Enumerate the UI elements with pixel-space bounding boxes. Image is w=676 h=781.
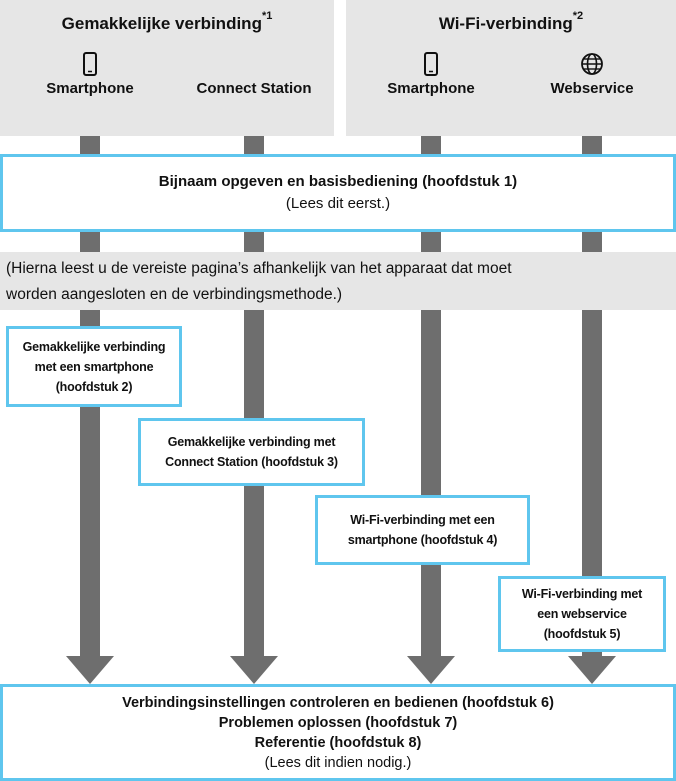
arrow-head-smartphone-wifi	[407, 656, 455, 684]
chapter-3-box: Gemakkelijke verbinding met Connect Stat…	[138, 418, 365, 486]
wifi-connection-title: Wi-Fi-verbinding*2	[438, 10, 584, 33]
device-smartphone-easy: Smartphone	[20, 52, 160, 97]
arrow-head-webservice	[568, 656, 616, 684]
step-basic-operation: Bijnaam opgeven en basisbediening (hoofd…	[0, 154, 676, 232]
device-connect-station: Connect Station	[196, 80, 312, 97]
final-line-1: Verbindingsinstellingen controleren en b…	[122, 694, 554, 711]
smartphone-icon	[361, 52, 501, 76]
globe-icon	[522, 52, 662, 76]
final-chapters-box: Verbindingsinstellingen controleren en b…	[0, 684, 676, 781]
device-webservice: Webservice	[522, 52, 662, 97]
chapter-5-box: Wi-Fi-verbinding met een webservice (hoo…	[498, 576, 666, 652]
guidance-panel: (Hierna leest u de vereiste pagina’s afh…	[0, 252, 676, 310]
guidance-line-2: worden aangesloten en de verbindingsmeth…	[6, 286, 343, 303]
chapter-4-box: Wi-Fi-verbinding met een smartphone (hoo…	[315, 495, 530, 565]
final-line-3: Referentie (hoofdstuk 8)	[254, 734, 422, 751]
wifi-connection-panel: Wi-Fi-verbinding*2	[346, 0, 676, 136]
final-line-2: Problemen oplossen (hoofdstuk 7)	[218, 714, 458, 731]
easy-connection-panel: Gemakkelijke verbinding*1	[0, 0, 334, 136]
chapter-2-box: Gemakkelijke verbinding met een smartpho…	[6, 326, 182, 407]
arrow-head-smartphone-easy	[66, 656, 114, 684]
smartphone-icon	[20, 52, 160, 76]
easy-connection-title: Gemakkelijke verbinding*1	[61, 10, 273, 33]
arrow-head-connect-station	[230, 656, 278, 684]
step-basic-operation-note: (Lees dit eerst.)	[285, 195, 391, 212]
step-basic-operation-title: Bijnaam opgeven en basisbediening (hoofd…	[158, 173, 518, 190]
device-smartphone-wifi: Smartphone	[361, 52, 501, 97]
final-note: (Lees dit indien nodig.)	[264, 754, 412, 771]
guidance-line-1: (Hierna leest u de vereiste pagina’s afh…	[6, 260, 512, 277]
